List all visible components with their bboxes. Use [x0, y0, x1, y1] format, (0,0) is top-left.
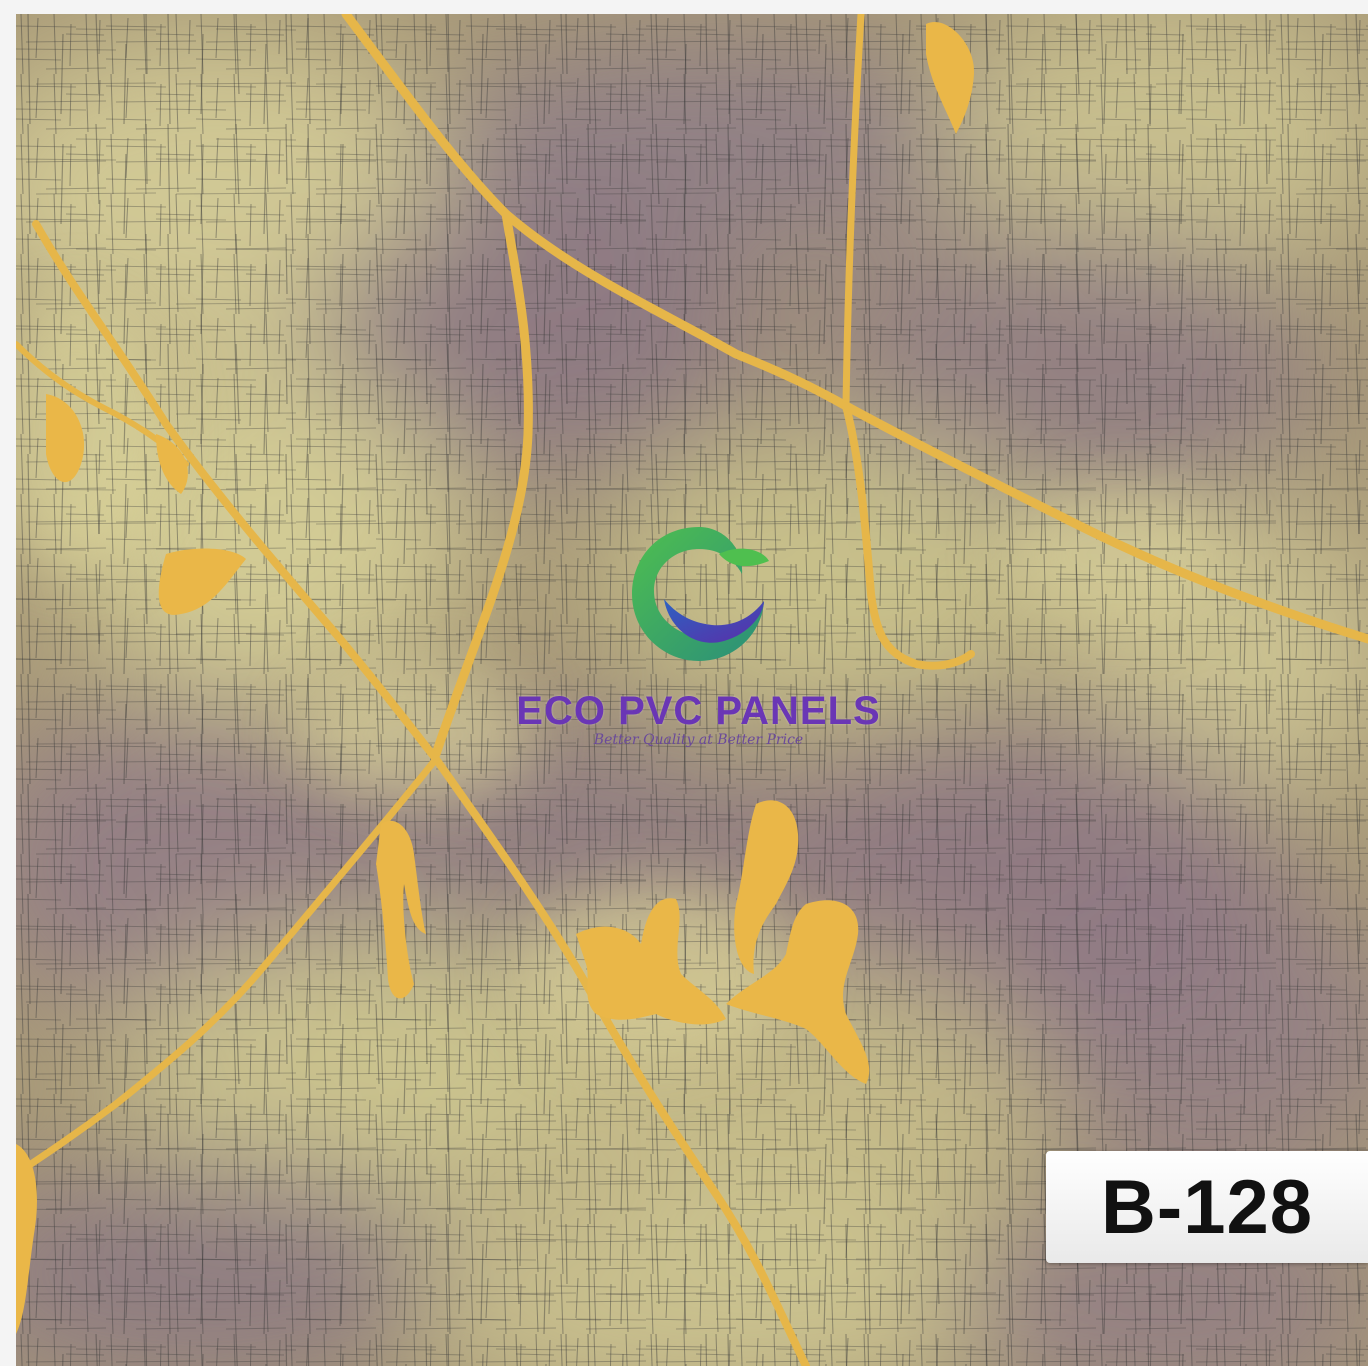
marble-texture [16, 14, 1368, 1366]
gold-veins [16, 14, 1368, 1366]
gold-blotches [16, 22, 975, 1334]
product-code-badge: B-128 [1046, 1151, 1368, 1263]
brand-logo: ECO PVC PANELS Better Quality at Better … [471, 519, 926, 779]
eco-leaf-swirl-icon [631, 527, 769, 661]
pvc-panel-swatch: ECO PVC PANELS Better Quality at Better … [16, 14, 1368, 1366]
product-code: B-128 [1101, 1164, 1313, 1250]
brand-tagline: Better Quality at Better Price [593, 732, 804, 748]
brand-name: ECO PVC PANELS [516, 689, 881, 733]
